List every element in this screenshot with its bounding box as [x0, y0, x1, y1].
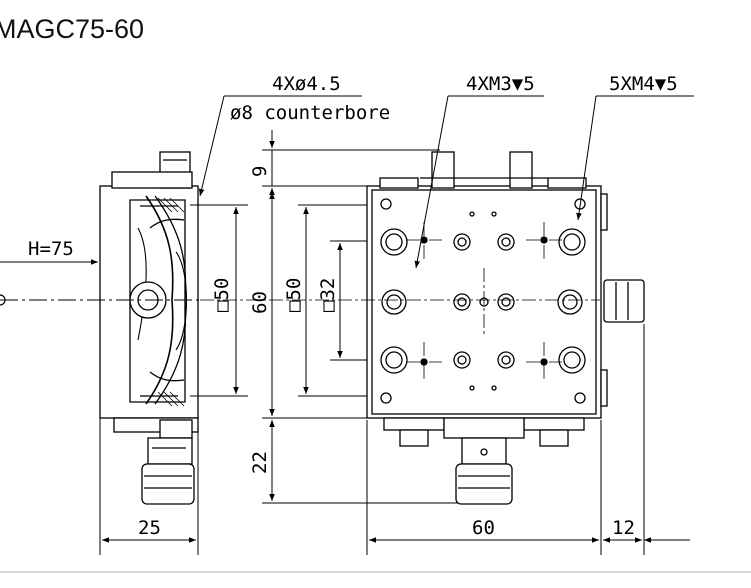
callout-mount-holes-label: 4Xø4.5: [272, 73, 341, 95]
callout-counterbore-label: ø8 counterbore: [230, 102, 390, 124]
side-view: [99, 151, 199, 505]
front-view: [366, 151, 645, 505]
dim-12-label: 12: [612, 517, 635, 539]
callout-m4-label: 5XM4▼5: [609, 73, 678, 95]
dim-60-bottom-label: 60: [472, 517, 495, 539]
origin-circle: [0, 294, 6, 306]
dim-22-label: 22: [249, 451, 271, 474]
callout-m4: 5XM4▼5: [576, 73, 694, 221]
dim-25: 25: [102, 418, 199, 555]
dim-25-label: 25: [138, 517, 161, 539]
dim-50-mid-label: □50: [283, 278, 305, 312]
dim-32-label: □32: [317, 278, 339, 312]
dim-50-left-label: □50: [211, 278, 233, 312]
dim-h75-label: H=75: [28, 238, 74, 260]
bottom-divider: [0, 571, 751, 573]
centerlines-front: [200, 222, 600, 380]
callout-m3: 4XM3▼5: [414, 73, 544, 269]
dim-50-left: □50: [190, 204, 248, 397]
callout-mount-holes: 4Xø4.5 ø8 counterbore: [198, 73, 390, 197]
callout-m3-label: 4XM3▼5: [466, 73, 535, 95]
model-title: MAGC75-60: [0, 14, 145, 44]
dim-60-vertical-label: 60: [249, 291, 271, 314]
dim-9-label: 9: [249, 166, 271, 177]
dim-vertical-stack: 9 60 22: [249, 130, 470, 504]
dim-h75: H=75: [0, 186, 101, 555]
dim-bottom-front: 60 12: [366, 324, 690, 555]
